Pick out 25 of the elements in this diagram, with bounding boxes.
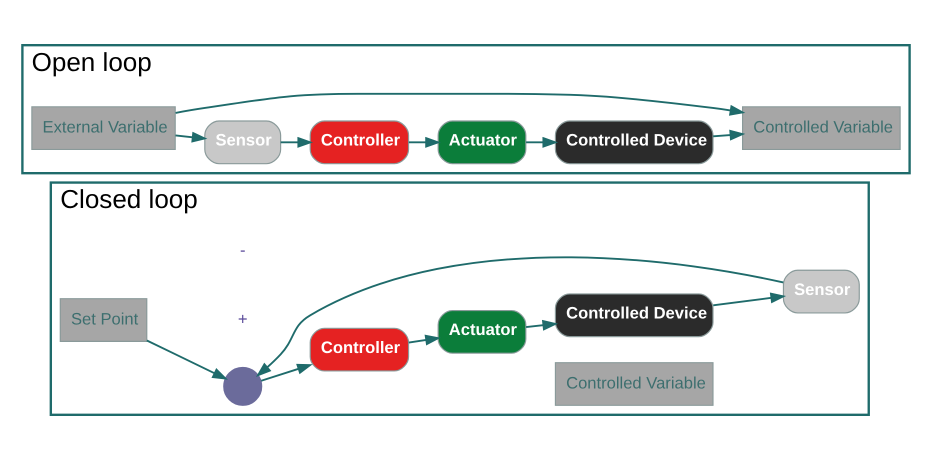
arrow [713, 292, 786, 306]
node-box: Actuator [438, 309, 526, 354]
arrow [526, 136, 558, 148]
arrow [175, 131, 208, 142]
node-box: Controller [310, 120, 410, 164]
node-box: Controller [310, 327, 410, 372]
arrow [713, 129, 746, 140]
arrow [408, 334, 441, 345]
label: + [238, 308, 248, 328]
arrow [408, 136, 441, 148]
label: - [240, 240, 246, 260]
arrow [175, 92, 746, 116]
arrow [260, 363, 313, 382]
node-box: Controlled Device [554, 292, 714, 337]
node-box: External Variable [31, 106, 176, 150]
node-box: Actuator [438, 120, 526, 164]
node-box: Controlled Variable [742, 106, 901, 150]
arrow [146, 339, 228, 380]
node-box: Controlled Variable [554, 362, 714, 406]
arrow [256, 256, 784, 377]
node-box: Set Point [60, 298, 148, 342]
arrow [526, 319, 558, 330]
node-box: Controlled Device [554, 120, 714, 164]
node-circle [223, 366, 262, 406]
arrow [280, 136, 314, 148]
